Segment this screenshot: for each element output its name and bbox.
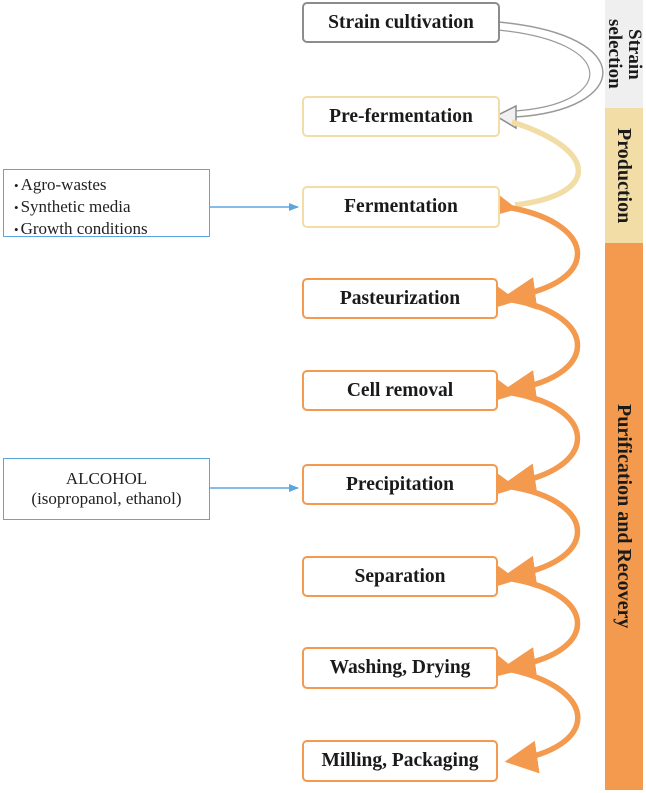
step-fermentation: Fermentation: [302, 186, 500, 228]
phase-label-selection: selection: [604, 19, 625, 89]
step-washing-drying: Washing, Drying: [302, 647, 498, 689]
arrow-washing-to-milling: [481, 647, 581, 774]
input-item-agro-wastes: Agro-wastes: [14, 174, 209, 196]
alcohol-types: (isopropanol, ethanol): [31, 489, 182, 508]
step-pre-fermentation: Pre-fermentation: [302, 96, 500, 137]
step-pasteurization: Pasteurization: [302, 278, 498, 319]
arrow-fermentation-to-pasteurization: [481, 186, 581, 310]
phase-band-production: Production: [605, 108, 643, 243]
input-item-growth-conditions: Growth conditions: [14, 218, 209, 240]
arrow-separation-to-washing: [482, 558, 581, 680]
arrow-cellremoval-to-precipitation: [482, 372, 581, 497]
arrowhead-prefermentation: [494, 104, 517, 130]
arrow-prefermentation-to-fermentation: [511, 119, 581, 208]
fermentation-inputs-list: Agro-wastes Synthetic media Growth condi…: [4, 170, 209, 240]
step-cell-removal: Cell removal: [302, 370, 498, 411]
fermentation-inputs-box: Agro-wastes Synthetic media Growth condi…: [3, 169, 210, 240]
step-separation: Separation: [302, 556, 498, 597]
phase-band-strain-selection: Strain selection: [604, 0, 645, 108]
alcohol-box: ALCOHOL (isopropanol, ethanol): [3, 458, 210, 520]
step-strain-cultivation: Strain cultivation: [302, 2, 500, 43]
step-milling-packaging: Milling, Packaging: [302, 740, 498, 782]
alcohol-label: ALCOHOL: [65, 469, 148, 488]
input-item-synthetic-media: Synthetic media: [14, 196, 209, 218]
arrow-precipitation-to-separation: [482, 466, 581, 589]
step-precipitation: Precipitation: [302, 464, 498, 505]
arrow-pasteurization-to-cellremoval: [482, 279, 581, 403]
phase-label-purification: Purification and Recovery: [613, 404, 635, 629]
phase-label-strain-selection: Strain selection: [604, 19, 645, 89]
arrow-strain-to-prefermentation-inner: [497, 29, 591, 112]
arrow-strain-to-prefermentation: [497, 21, 604, 118]
phase-label-strain: Strain: [624, 28, 645, 80]
phase-label-production: Production: [613, 127, 635, 224]
phase-band-purification: Purification and Recovery: [605, 243, 643, 790]
